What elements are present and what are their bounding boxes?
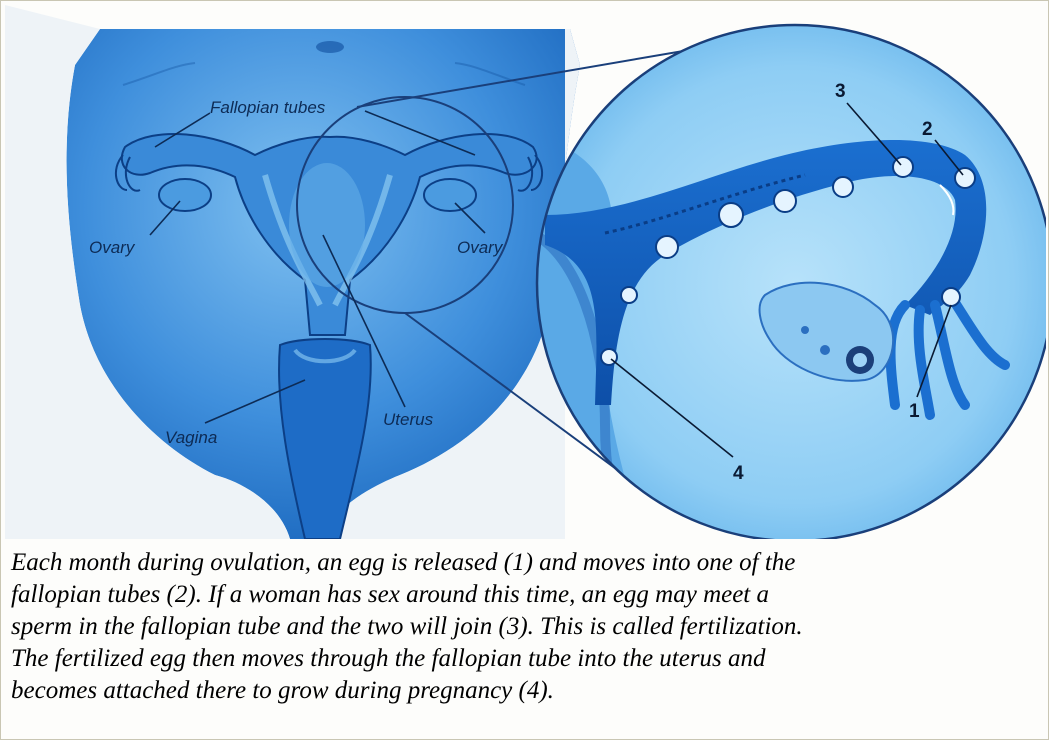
navel [316,41,344,53]
left-ovary [159,179,211,211]
marker-4: 4 [733,463,744,484]
marker-2: 2 [922,119,933,140]
caption-line: sperm in the fallopian tube and the two … [11,611,1041,643]
caption-line: fallopian tubes (2). If a woman has sex … [11,579,1041,611]
marker-1: 1 [909,401,920,422]
label-ovary-right: Ovary [457,238,504,257]
label-uterus: Uterus [383,410,434,429]
label-ovary-left: Ovary [89,238,136,257]
caption-line: Each month during ovulation, an egg is r… [11,547,1041,579]
caption-line: The fertilized egg then moves through th… [11,643,1041,675]
label-vagina: Vagina [165,428,217,447]
label-fallopian-tubes: Fallopian tubes [210,98,326,117]
right-ovary [424,179,476,211]
reproductive-anatomy-illustration: Fallopian tubes Ovary Ovary Uterus Vagin… [5,5,1046,539]
marker-3: 3 [835,81,846,102]
caption: Each month during ovulation, an egg is r… [11,547,1041,707]
caption-line: becomes attached there to grow during pr… [11,675,1041,707]
zoom-detail-circle [535,25,1046,539]
